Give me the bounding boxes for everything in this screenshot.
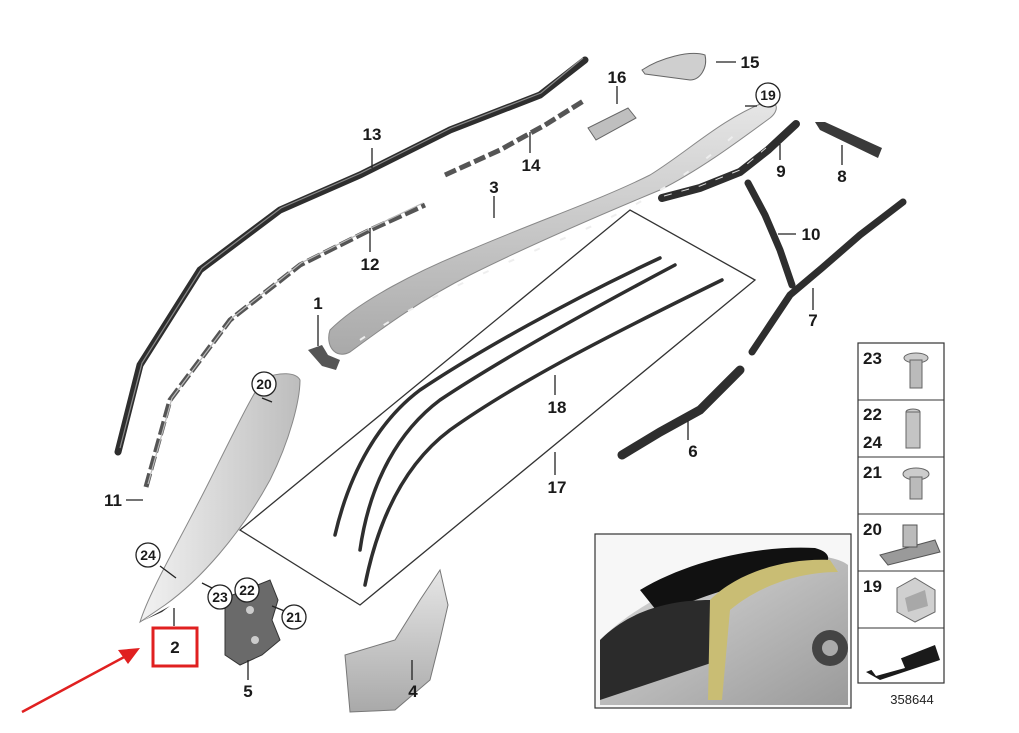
label-17: 17 (548, 478, 567, 497)
car-inset (594, 533, 852, 709)
fastener-legend: 23 22 24 21 20 19 358644 (857, 342, 945, 707)
red-arrow-head (118, 648, 140, 664)
label-15: 15 (741, 53, 760, 72)
part-12-trim-inner (147, 202, 424, 485)
label-1: 1 (313, 294, 322, 313)
part-8-seal-block (815, 122, 882, 158)
label-12: 12 (361, 255, 380, 274)
circle-19 (755, 82, 781, 108)
legend-label-24: 24 (863, 433, 882, 452)
part-labels: 13 12 11 14 3 16 15 9 8 10 7 6 1 18 17 5… (104, 53, 847, 701)
circle-20 (251, 371, 277, 397)
label-11: 11 (104, 491, 122, 510)
circled-labels: 19 20 24 23 22 21 (135, 82, 781, 630)
circled-label-22: 22 (239, 582, 255, 598)
circle-22 (234, 577, 260, 603)
label-9: 9 (776, 162, 785, 181)
part-13-roof-seal (114, 56, 589, 456)
label-16: 16 (608, 68, 627, 87)
legend-label-22: 22 (863, 405, 882, 424)
clip-20-icon (879, 524, 941, 566)
part-9-inner (663, 147, 767, 197)
part-6-seal (617, 365, 745, 460)
label-14: 14 (522, 156, 541, 175)
part-3-clip-marks (359, 129, 741, 341)
car-a-pillar-accent (708, 559, 838, 700)
label-2: 2 (170, 638, 179, 657)
circle-23 (207, 584, 233, 610)
part-2-a-pillar-trim (139, 373, 301, 624)
label-5: 5 (243, 682, 252, 701)
screw-21-icon (902, 467, 930, 500)
screw-23-icon (903, 352, 929, 389)
label-6: 6 (688, 442, 697, 461)
part-5-hole-a (246, 606, 254, 614)
part-9-seal (658, 120, 800, 202)
drawing-number: 358644 (890, 692, 933, 707)
part-5-bracket (224, 579, 281, 666)
part-17-set-outline (238, 209, 757, 606)
label-8: 8 (837, 167, 846, 186)
label-18: 18 (548, 398, 567, 417)
part-14-trim (443, 97, 587, 178)
part-5-hole-b (251, 636, 259, 644)
circled-label-21: 21 (286, 609, 302, 625)
part-4-lower-trim (344, 568, 449, 713)
part-1-bracket (308, 345, 340, 370)
red-arrow-shaft (21, 653, 129, 714)
part-18-seal-b (358, 263, 677, 552)
label-7: 7 (808, 311, 817, 330)
legend-label-19: 19 (863, 577, 882, 596)
part-3-roof-trim-panel (328, 101, 777, 355)
circle-24 (135, 542, 161, 568)
car-wheel-hub (822, 640, 838, 656)
legend-frame (857, 342, 945, 684)
part-18-seal-c (363, 278, 724, 587)
direction-arrow-icon (866, 645, 940, 680)
part-15-clip (641, 52, 707, 81)
label-4: 4 (408, 682, 418, 701)
legend-label-21: 21 (863, 463, 882, 482)
screw-22-24-icon (905, 408, 921, 449)
part-18-seal-a (333, 256, 662, 537)
circle-21 (281, 604, 307, 630)
legend-label-23: 23 (863, 349, 882, 368)
circled-label-20: 20 (256, 376, 272, 392)
clip-19-icon (896, 577, 936, 623)
leader-lines (126, 61, 843, 680)
circled-label-19: 19 (760, 87, 776, 103)
part-16-clip (587, 107, 637, 141)
legend-label-20: 20 (863, 520, 882, 539)
label-13: 13 (363, 125, 382, 144)
part-13-seal-highlight (119, 57, 584, 449)
part-7-seal (748, 198, 907, 356)
part-12-trim-strip (143, 202, 427, 488)
car-windshield (600, 600, 720, 700)
circled-label-24: 24 (140, 547, 156, 563)
label-10: 10 (802, 225, 821, 244)
circled-label-23: 23 (212, 589, 228, 605)
highlight-box (151, 626, 199, 668)
highlight-part-2: 2 (21, 626, 199, 714)
label-3: 3 (489, 178, 498, 197)
part-10-seal (744, 179, 796, 289)
